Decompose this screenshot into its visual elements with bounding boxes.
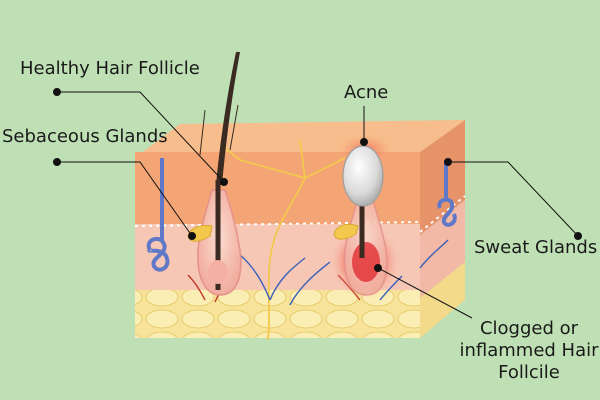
skin-block-side-face	[419, 120, 466, 338]
acne-pimple	[337, 134, 393, 207]
label-clogged-line-1: Clogged or	[479, 318, 579, 339]
label-sebaceous-glands: Sebaceous Glands	[2, 126, 168, 147]
label-sweat-glands: Sweat Glands	[474, 237, 598, 258]
leader-lines	[53, 88, 582, 319]
healthy-hair-follicle	[187, 52, 242, 296]
sweat-gland-left	[146, 158, 170, 272]
label-clogged-follicle: Clogged or inflammed Hair Follcile	[458, 318, 600, 384]
nerve	[224, 139, 346, 341]
label-clogged-line-2: inflammed Hair	[459, 340, 599, 361]
sebaceous-gland	[333, 223, 359, 240]
label-clogged-line-3: Follcile	[498, 362, 560, 383]
label-healthy-hair-follicle: Healthy Hair Follicle	[20, 58, 200, 79]
label-acne: Acne	[344, 82, 389, 103]
sweat-gland-right	[437, 160, 457, 227]
epidermis-boundary	[134, 221, 421, 227]
